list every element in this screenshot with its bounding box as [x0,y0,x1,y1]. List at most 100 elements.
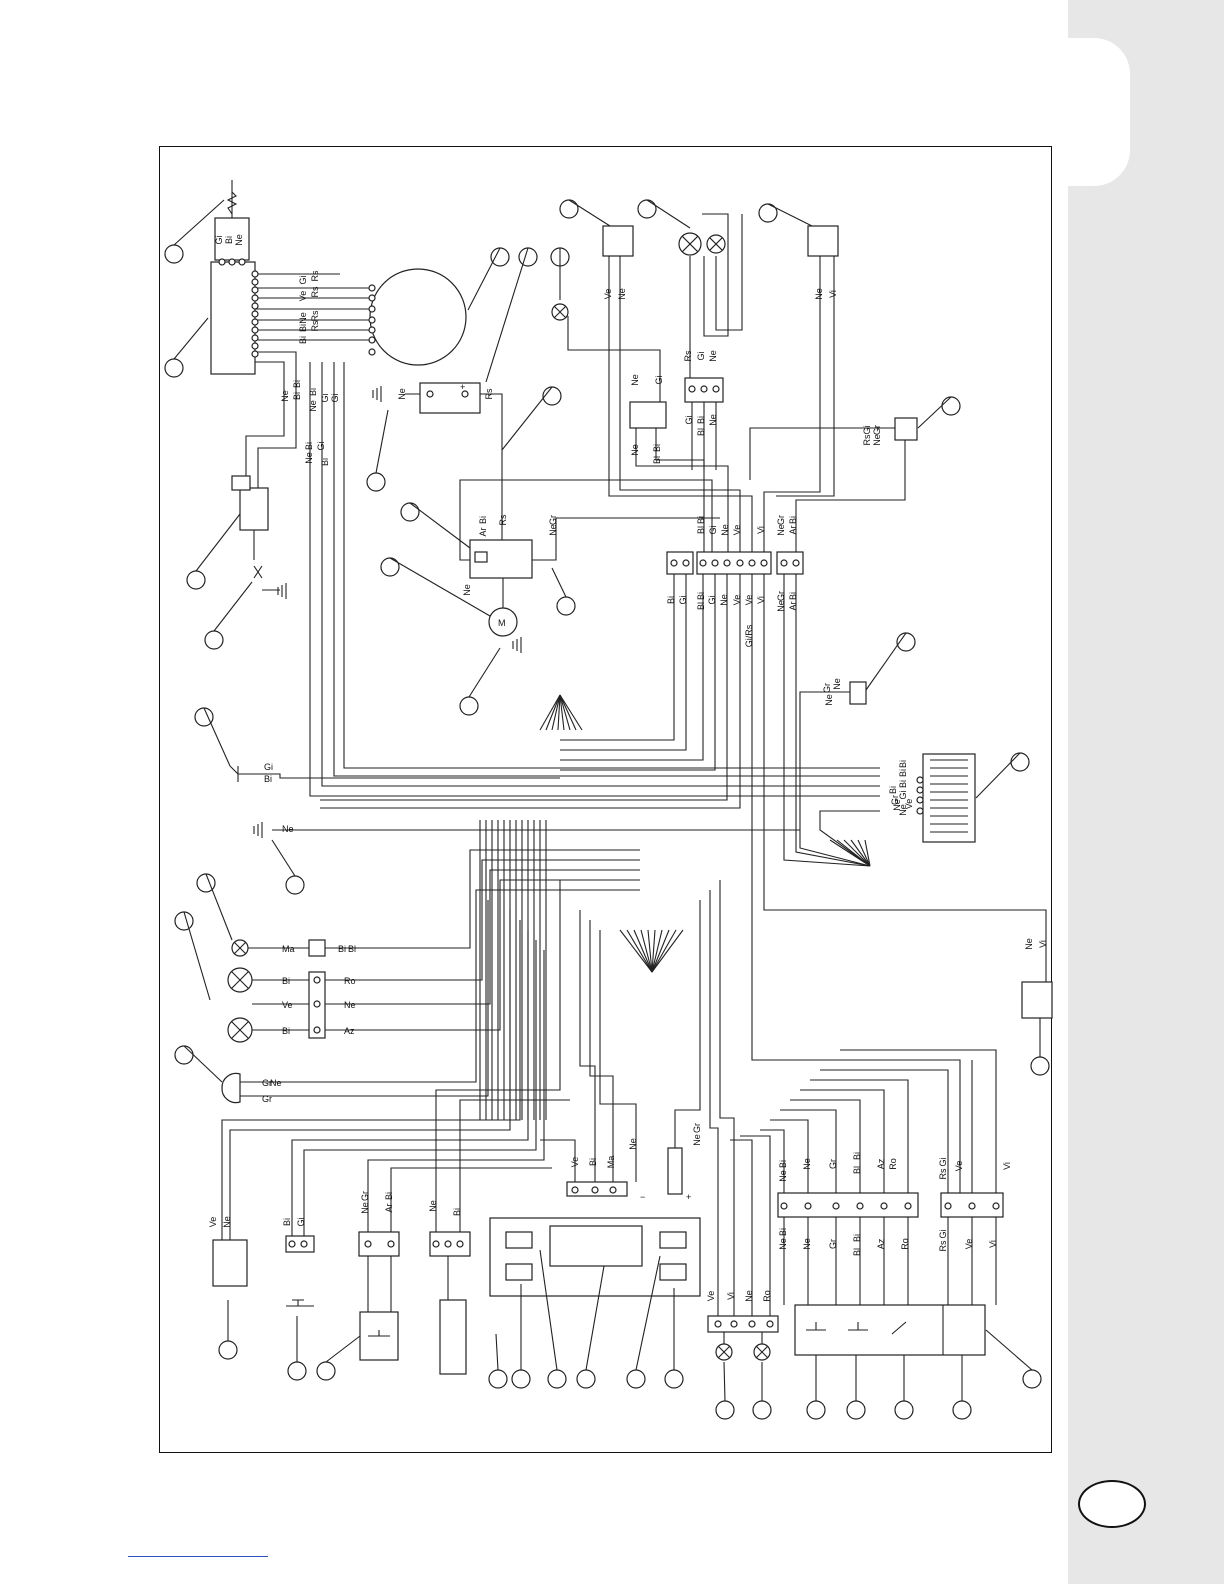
footer-rule [128,1556,268,1557]
callout-marker [164,317,209,378]
wire-code-label: Ve [904,799,914,810]
terminal [218,258,226,266]
wire-code-label: Ne [872,434,882,446]
wire [783,574,871,867]
callout-leader [568,199,611,227]
wire-code-label: Bi [308,388,318,396]
callout-marker [196,873,233,941]
callout-leader [767,203,813,227]
terminal [591,1186,599,1194]
wire-code-label: Gi [938,1229,948,1238]
wire [790,1099,861,1193]
wire-code-label: Bi [384,1192,394,1200]
ground-icon [512,637,522,653]
callout-circle [488,1369,508,1389]
wire-code-label: Bi [898,769,908,777]
wire-code-label: Ne [548,524,558,536]
wire [291,930,529,1236]
wire-code-label: Gr [262,1078,272,1088]
wire [655,428,705,552]
wire-code-label: Bi [778,1160,788,1168]
callout-circle [559,199,579,219]
wire-code-label: Gi [898,790,908,799]
wire [231,971,249,989]
callout-circle [459,696,479,716]
terminal [456,1240,464,1248]
wire-code-label: Ar [384,1203,394,1212]
callout-leader [539,1249,558,1371]
wire-code-label: Ne [814,288,824,300]
wire-code-label: Rs [862,434,872,445]
wire-code-label: Ro [344,976,356,986]
callout-circle [547,1369,567,1389]
callout-marker [501,386,562,451]
wire [333,362,880,777]
wire [238,773,560,779]
callout-leader [183,1045,223,1083]
callout-marker [559,199,611,227]
wire-code-label: Bi [282,1026,290,1036]
wire-code-label: Ne [776,600,786,612]
wire-code-label: Gi [654,375,664,384]
lamp-housing [807,225,839,257]
wire [559,694,571,731]
wire-code-label: Gr [828,1239,838,1249]
wire-code-label: Gr [890,795,900,805]
wire [635,428,729,552]
wire [709,890,719,1316]
wire-code-label: Gi [862,425,872,434]
callout-circle [490,247,510,267]
callout-leader [985,1329,1033,1371]
wire [857,839,871,867]
wire [840,1049,997,1193]
callout-leader [501,386,553,451]
callout-circle [287,1361,307,1381]
terminal [916,786,924,794]
wire-code-label: Ne [397,388,407,400]
side-tab [1068,38,1130,186]
wire [719,880,735,1316]
terminal [368,326,376,334]
wire-code-label: Rs [498,514,508,525]
wire [619,929,653,973]
callout-leader [173,317,209,360]
callout-circle [285,875,305,895]
wire-code-label: Ar [788,601,798,610]
callout-circle [1010,752,1030,772]
wire-code-label: Rs [938,1240,948,1251]
wire-code-label: Gr [872,425,882,435]
terminal [251,302,259,310]
wire-code-label: Gi [264,762,273,772]
terminal [766,1320,774,1328]
callout-marker [174,1045,223,1083]
lamp-icon [227,1017,253,1043]
wire [551,694,561,731]
callout-marker [164,199,225,264]
wire-code-label: Ne [778,1170,788,1182]
wire [325,849,640,949]
connector-block [696,551,772,575]
wire-code-label: Ne [360,1202,370,1214]
wire-code-label: Bi [696,592,706,600]
wire-code-label: Ve [570,1157,580,1168]
battery [419,382,481,414]
callouts [164,199,1050,1420]
lamp-icon [551,303,569,321]
callout-leader [205,873,233,941]
wire [715,214,743,331]
coil-cap [231,475,251,491]
wire-code-label: Vi [828,290,838,298]
indicator-light [505,1263,533,1281]
wire [545,694,561,731]
wire-code-label: Gr [548,515,558,525]
wire [619,256,741,552]
wire-code-label: Az [876,1158,886,1169]
callout-circle [186,570,206,590]
terminal [364,1240,372,1248]
terminal [313,1026,321,1034]
wire [559,694,577,731]
wire-code-label: Bi [264,774,272,784]
callout-leader [173,199,225,246]
wire-code-label: Rs [310,270,320,281]
wire-code-label: Ne [280,390,290,402]
